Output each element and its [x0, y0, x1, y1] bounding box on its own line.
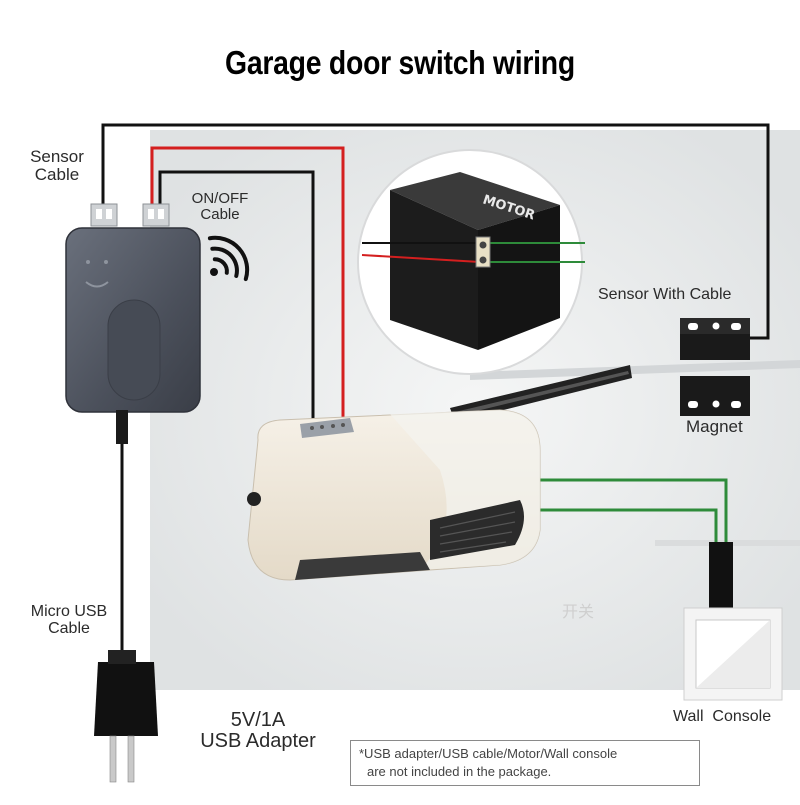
watermark-text: 开关: [562, 602, 595, 621]
micro-usb-label-line1: Micro USB: [30, 603, 108, 620]
micro-usb-label-line2: Cable: [48, 619, 90, 637]
onoff-cable-label-line2: Cable: [200, 205, 240, 223]
sensor-cable-label: Sensor Cable: [14, 148, 100, 184]
usb-adapter-label: 5V/1A USB Adapter: [178, 710, 338, 752]
onoff-red-wire: [150, 146, 345, 422]
opener-rail: [450, 365, 632, 422]
garage-door-opener: [247, 409, 541, 581]
magnet-label: Magnet: [686, 417, 743, 436]
wall-console-green-wires: [538, 478, 728, 544]
sensor-with-cable-label: Sensor With Cable: [598, 286, 732, 303]
wifi-icon: [207, 235, 250, 282]
magnet: [680, 376, 750, 416]
sensor-cable-wire: [101, 123, 770, 340]
onoff-cable-label-line1: ON/OFF: [191, 190, 249, 207]
smart-switch-device: [65, 227, 201, 444]
smiley-face-icon: [85, 260, 109, 288]
wall-console-cable: [709, 542, 733, 612]
sensor-cable-label-line1: Sensor: [30, 147, 84, 166]
door-sensor: [680, 318, 750, 360]
package-note-line1: *USB adapter/USB cable/Motor/Wall consol…: [359, 746, 618, 761]
ceiling-edge: [470, 360, 800, 380]
diagram-title: Garage door switch wiring: [225, 44, 575, 81]
sensor-cable-label-line2: Cable: [34, 164, 80, 184]
wall-console-label: Wall Console: [673, 708, 772, 725]
onoff-cable-label: ON/OFF Cable: [172, 191, 268, 223]
package-note: *USB adapter/USB cable/Motor/Wall consol…: [350, 740, 700, 786]
onoff-connector: [142, 203, 170, 227]
micro-usb-cable-label: Micro USB Cable: [14, 603, 124, 638]
onoff-black-wire: [158, 170, 315, 422]
usb-adapter: [94, 650, 158, 783]
usb-adapter-label-line2: USB Adapter: [200, 730, 316, 752]
motor-inset: MOTOR: [357, 149, 585, 375]
wall-console: [683, 607, 783, 701]
sensor-connector: [90, 203, 118, 227]
usb-adapter-label-line1: 5V/1A: [230, 709, 286, 731]
package-note-line2: are not included in the package.: [367, 763, 552, 779]
